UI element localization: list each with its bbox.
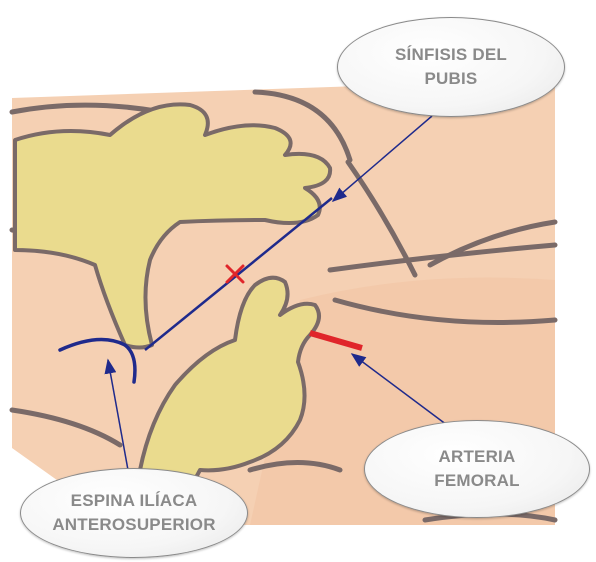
callout-sinfisis-pubis: SÍNFISIS DEL PUBIS <box>337 17 565 117</box>
callout-espina-iliaca: ESPINA ILÍACA ANTEROSUPERIOR <box>20 468 248 558</box>
label-sinfisis-pubis: SÍNFISIS DEL PUBIS <box>395 43 507 91</box>
label-espina-iliaca: ESPINA ILÍACA ANTEROSUPERIOR <box>52 489 215 537</box>
callout-arteria-femoral: ARTERIA FEMORAL <box>364 420 590 518</box>
label-arteria-femoral: ARTERIA FEMORAL <box>434 445 519 493</box>
